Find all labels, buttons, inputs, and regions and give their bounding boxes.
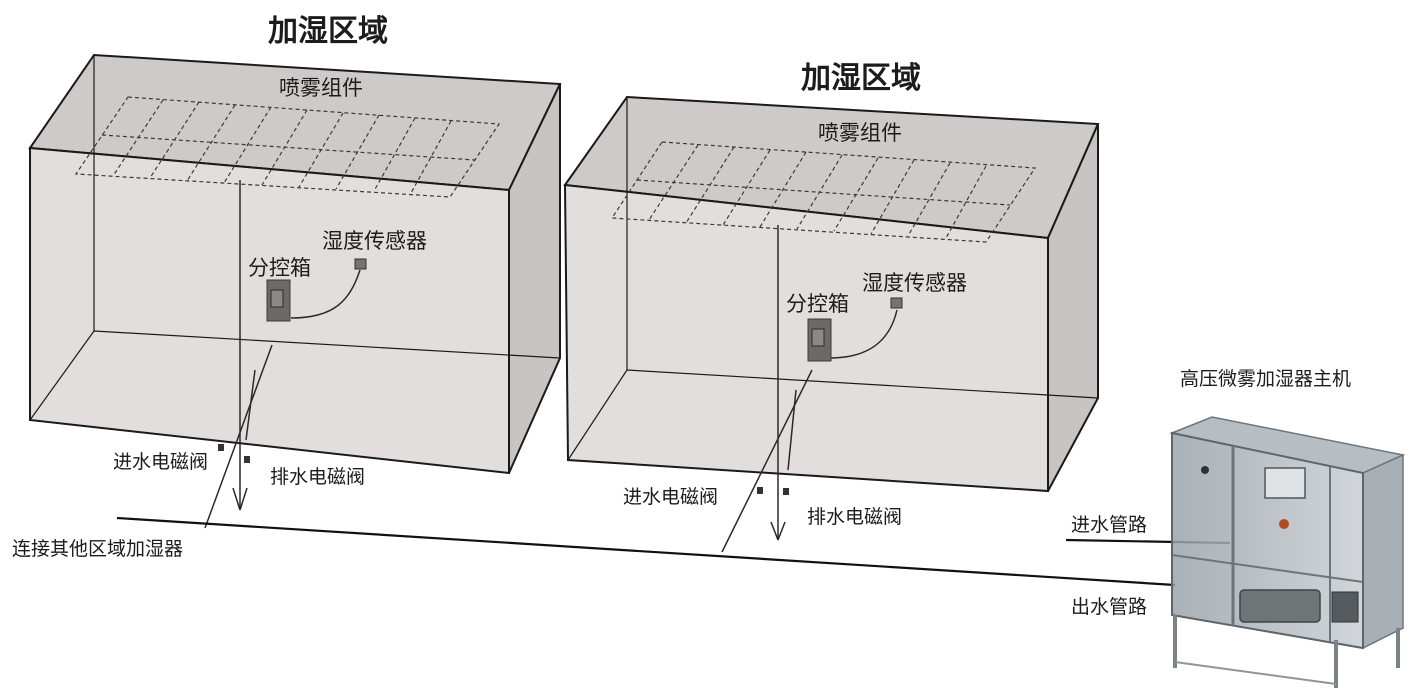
zone-2-room — [563, 95, 1100, 493]
zone-2-control-box — [807, 318, 832, 362]
zone-1-title: 加湿区域 — [268, 14, 388, 49]
zone-2-spray-label: 喷雾组件 — [818, 121, 902, 145]
zone-1-control-box-label: 分控箱 — [248, 256, 311, 280]
zone-2-drain-valve — [783, 488, 789, 495]
zone-1-drain-valve-label: 排水电磁阀 — [270, 466, 365, 488]
zone-1-spray-label: 喷雾组件 — [279, 76, 363, 100]
host-title: 高压微雾加湿器主机 — [1180, 368, 1351, 390]
zone-2-sensor-label: 湿度传感器 — [862, 271, 967, 295]
zone-2-humidity-sensor — [890, 297, 903, 309]
zone-1-inlet-valve — [218, 444, 224, 451]
zone-2-inlet-valve-label: 进水电磁阀 — [623, 486, 718, 508]
host-indicator-light — [1279, 519, 1289, 529]
humidification-zone-2: 加湿区域 喷雾组件 湿度传感器 分控箱 进水电磁阀 排水电磁阀 — [563, 61, 1100, 553]
zone-2-spray-assembly — [610, 141, 1037, 243]
inlet-pipe-label: 进水管路 — [1071, 514, 1147, 536]
host-control-panel — [1264, 467, 1306, 499]
zone-1-control-box — [266, 279, 291, 322]
zone-2-inlet-valve — [757, 487, 763, 494]
outlet-main-pipe — [116, 516, 1176, 587]
zone-2-title: 加湿区域 — [801, 61, 921, 96]
zone-1-sensor-label: 湿度传感器 — [322, 229, 427, 253]
outlet-pipe-label: 出水管路 — [1071, 596, 1147, 618]
zone-1-piping — [204, 180, 361, 529]
host-motor — [1331, 591, 1359, 623]
zone-2-piping — [721, 225, 898, 553]
humidification-zone-1: 加湿区域 喷雾组件 湿度传感器 分控箱 进水电磁阀 排水电磁阀 — [28, 14, 562, 529]
host-unit — [1169, 416, 1406, 688]
host-pump — [1239, 589, 1321, 623]
connect-other-zones-label: 连接其他区域加湿器 — [12, 538, 183, 560]
zone-1-spray-assembly — [74, 96, 501, 198]
zone-2-drain-valve-label: 排水电磁阀 — [807, 506, 902, 528]
zone-1-humidity-sensor — [354, 258, 367, 270]
main-pipelines — [116, 516, 1231, 587]
host-logo-mark — [1201, 466, 1209, 474]
zone-2-control-box-label: 分控箱 — [786, 292, 849, 316]
zone-1-drain-valve — [244, 456, 250, 463]
zone-1-inlet-valve-label: 进水电磁阀 — [113, 451, 208, 473]
